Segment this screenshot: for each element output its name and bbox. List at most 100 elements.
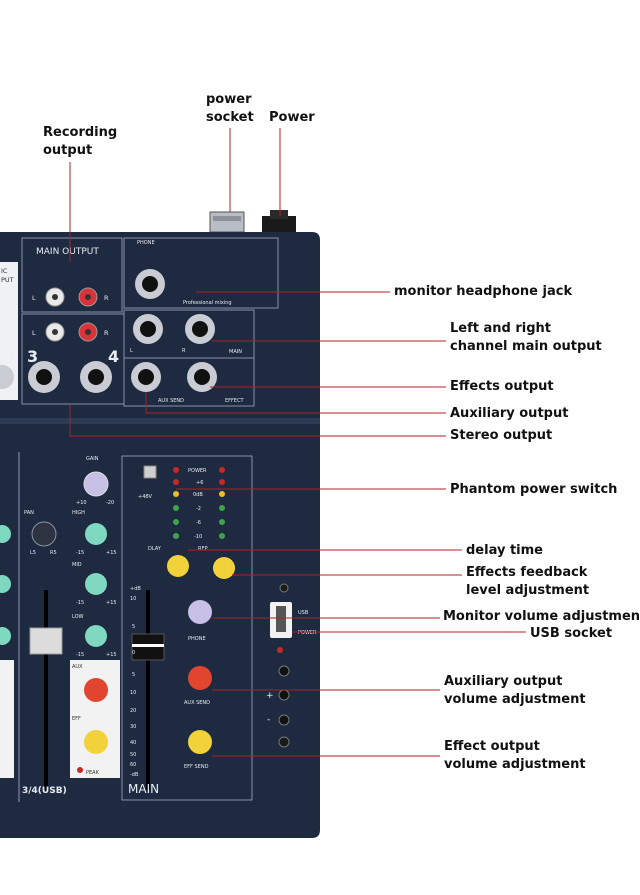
- gain-knob[interactable]: [83, 471, 109, 497]
- callout-recording-output: Recording output: [43, 124, 117, 160]
- ch3-jack-hole: [36, 369, 52, 385]
- callout-eff-volume: Effect output volume adjustment: [444, 738, 586, 774]
- callout-power-socket-line2: socket: [206, 110, 254, 125]
- eq-mid-knob[interactable]: [85, 573, 107, 595]
- usb-screw-bottom: [278, 736, 290, 748]
- eq-high-knob[interactable]: [85, 523, 107, 545]
- fader-5b: 5: [132, 672, 135, 678]
- callout-stereo-output: Stereo output: [450, 428, 553, 443]
- phone-label: PHONE: [137, 240, 155, 246]
- panel-divider: [0, 418, 320, 424]
- eq-mid-min: -15: [76, 600, 84, 606]
- aux-send-knob[interactable]: [188, 666, 212, 690]
- delay-knob[interactable]: [167, 555, 189, 577]
- phone-jack-hole: [142, 276, 158, 292]
- callout-recording-line2: output: [43, 143, 93, 158]
- phone-volume-knob[interactable]: [188, 600, 212, 624]
- channel-fader-cap[interactable]: [29, 627, 63, 655]
- peak-label: PEAK: [86, 770, 100, 776]
- aux-send-jack-hole: [138, 369, 154, 385]
- transport-plus: +: [266, 691, 274, 701]
- eq-low-max: +15: [106, 652, 117, 658]
- eq-mid-max: +15: [106, 600, 117, 606]
- main-output-label: MAIN OUTPUT: [36, 247, 99, 257]
- master-box: [121, 455, 253, 801]
- mid-label: MID: [72, 562, 82, 568]
- ch4-label: 4: [108, 347, 119, 366]
- rca-l-label-2: L: [32, 329, 36, 337]
- led-plus6-l: [173, 479, 179, 485]
- callout-aux-volume: Auxiliary output volume adjustment: [444, 673, 586, 709]
- rep-knob[interactable]: [213, 557, 235, 579]
- eq-high-min: -15: [76, 550, 84, 556]
- phone-knob-label: PHONE: [188, 636, 206, 642]
- callout-main-output: Left and right channel main output: [450, 320, 602, 356]
- gain-label: GAIN: [86, 456, 99, 462]
- rca-red-ch34-core: [85, 329, 91, 335]
- led-m2-l: [173, 505, 179, 511]
- callout-feedback-line1: Effects feedback: [466, 565, 588, 580]
- eq-low-knob[interactable]: [85, 625, 107, 647]
- eq-high-max: +15: [106, 550, 117, 556]
- main-r-jack-hole: [192, 321, 208, 337]
- fader-10b: 10: [130, 690, 136, 696]
- partial-eq-knob-1: [0, 525, 11, 543]
- main-label: MAIN: [128, 782, 159, 796]
- usb-button-2[interactable]: [278, 689, 290, 701]
- main-output-box: [21, 237, 123, 313]
- callout-headphone-jack: monitor headphone jack: [394, 284, 573, 299]
- effect-small-label: EFFECT: [225, 398, 245, 404]
- led-0db-r: [219, 491, 225, 497]
- mic-label-1: IC: [1, 267, 8, 275]
- pan-knob[interactable]: [31, 521, 57, 547]
- usb-button-1[interactable]: [278, 665, 290, 677]
- channel-34-usb-label: 3/4(USB): [22, 786, 67, 796]
- led-power-r: [219, 467, 225, 473]
- callout-aux-volume-line1: Auxiliary output: [444, 674, 563, 689]
- eff-label: EFF: [72, 716, 81, 722]
- eff-send-knob[interactable]: [188, 730, 212, 754]
- usb-port: [276, 606, 286, 632]
- led-0db-l: [173, 491, 179, 497]
- main-fader-line: [132, 644, 164, 647]
- callout-power: Power: [269, 110, 315, 125]
- rep-label: REP: [198, 546, 208, 552]
- level-meter: [143, 465, 225, 539]
- meter-m10-label: -10: [194, 534, 202, 540]
- eff-knob[interactable]: [84, 730, 108, 754]
- phantom-48v-label: +48V: [138, 494, 153, 500]
- main-fader-track: [146, 590, 150, 790]
- callout-monitor-volume: Monitor volume adjustment: [443, 609, 640, 624]
- callout-delay-time: delay time: [466, 543, 543, 558]
- usb-power-led: [277, 647, 283, 653]
- aux-knob[interactable]: [84, 678, 108, 702]
- high-label: HIGH: [72, 510, 85, 516]
- callout-aux-volume-line2: volume adjustment: [444, 692, 586, 707]
- usb-power-label: POWER: [298, 630, 317, 636]
- channel-strip: [0, 452, 253, 802]
- phantom-button[interactable]: [143, 465, 157, 479]
- led-m10-l: [173, 533, 179, 539]
- meter-0db-label: 0dB: [193, 492, 203, 498]
- rca-l-label: L: [32, 294, 36, 302]
- led-power-l: [173, 467, 179, 473]
- gain-min-label: +10: [76, 500, 87, 506]
- channel-fader-track: [44, 590, 48, 790]
- usb-button-3[interactable]: [278, 714, 290, 726]
- callout-feedback-line2: level adjustment: [466, 583, 590, 598]
- partial-eq-knob-2: [0, 575, 11, 593]
- fader-10: 10: [130, 596, 136, 602]
- line-aux: [145, 392, 446, 414]
- low-label: LOW: [72, 614, 84, 620]
- fader-50: 50: [130, 752, 136, 758]
- callout-eff-volume-line2: volume adjustment: [444, 757, 586, 772]
- rca-r-label-2: R: [104, 329, 109, 337]
- power-switch-connector: [262, 216, 296, 232]
- callout-auxiliary-output: Auxiliary output: [450, 406, 569, 421]
- fader-60: 60: [130, 762, 136, 768]
- pan-l-label: L5: [30, 550, 36, 556]
- callout-effects-feedback: Effects feedback level adjustment: [466, 564, 589, 600]
- rca-white-ch34-core: [52, 329, 58, 335]
- callout-usb-socket: USB socket: [530, 626, 613, 641]
